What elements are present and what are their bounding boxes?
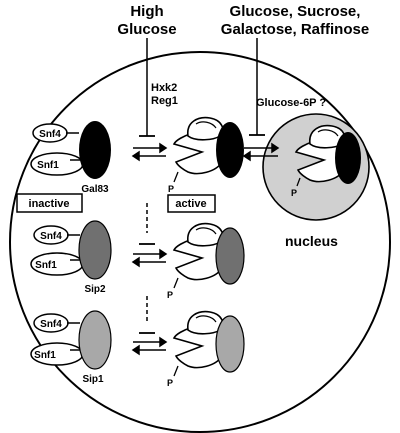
gal83-active-complex (173, 116, 244, 178)
reg1-label: Reg1 (151, 95, 178, 107)
sugars-label-2: Galactose, Raffinose (221, 21, 369, 38)
nuclear-active-complex (295, 124, 361, 184)
sip2-inactive-complex: Snf4 Snf1 Sip2 (30, 220, 112, 295)
sip2-label: Sip2 (84, 284, 106, 295)
phospho-label-nucleus: P (291, 188, 297, 198)
sugars-label: Glucose, Sucrose, (230, 3, 361, 20)
gal83-subunit (79, 121, 111, 179)
sip2-active-complex (173, 222, 245, 285)
snf4-label-2: Snf4 (40, 231, 62, 242)
phospho-label-2: P (167, 290, 173, 300)
sip1-label: Sip1 (82, 374, 104, 385)
snf1-label-2: Snf1 (35, 260, 57, 271)
inactive-box (16, 193, 83, 213)
active-label: active (175, 198, 206, 210)
sip1-inactive-complex: Snf4 Snf1 Sip1 (30, 310, 112, 385)
high-glucose-label-2: Glucose (117, 21, 176, 38)
equilibrium-arrows-1 (131, 142, 168, 162)
sip1-subunit (78, 310, 112, 370)
gal83-inactive-complex: Snf4 Snf1 Gal83 (30, 121, 111, 195)
equilibrium-arrows-3 (131, 336, 168, 356)
active-box (167, 194, 216, 213)
phospho-label-3: P (167, 378, 173, 388)
phospho-label-1: P (168, 184, 174, 194)
snf4-label: Snf4 (39, 129, 61, 140)
inactive-label: inactive (29, 198, 70, 210)
nuclear-import-arrows (242, 142, 280, 162)
nucleus-label: nucleus (285, 233, 338, 249)
high-glucose-label: High (130, 3, 163, 20)
glucose6p-label: Glucose-6P ? (256, 97, 326, 109)
sip2-subunit (78, 220, 112, 280)
equilibrium-arrows-2 (131, 248, 168, 268)
sip1-active-complex (173, 310, 245, 373)
snf4-label-3: Snf4 (40, 319, 62, 330)
snf1-label-3: Snf1 (34, 350, 56, 361)
hxk2-label: Hxk2 (151, 82, 177, 94)
snf1-label: Snf1 (37, 160, 59, 171)
gal83-label: Gal83 (81, 184, 109, 195)
